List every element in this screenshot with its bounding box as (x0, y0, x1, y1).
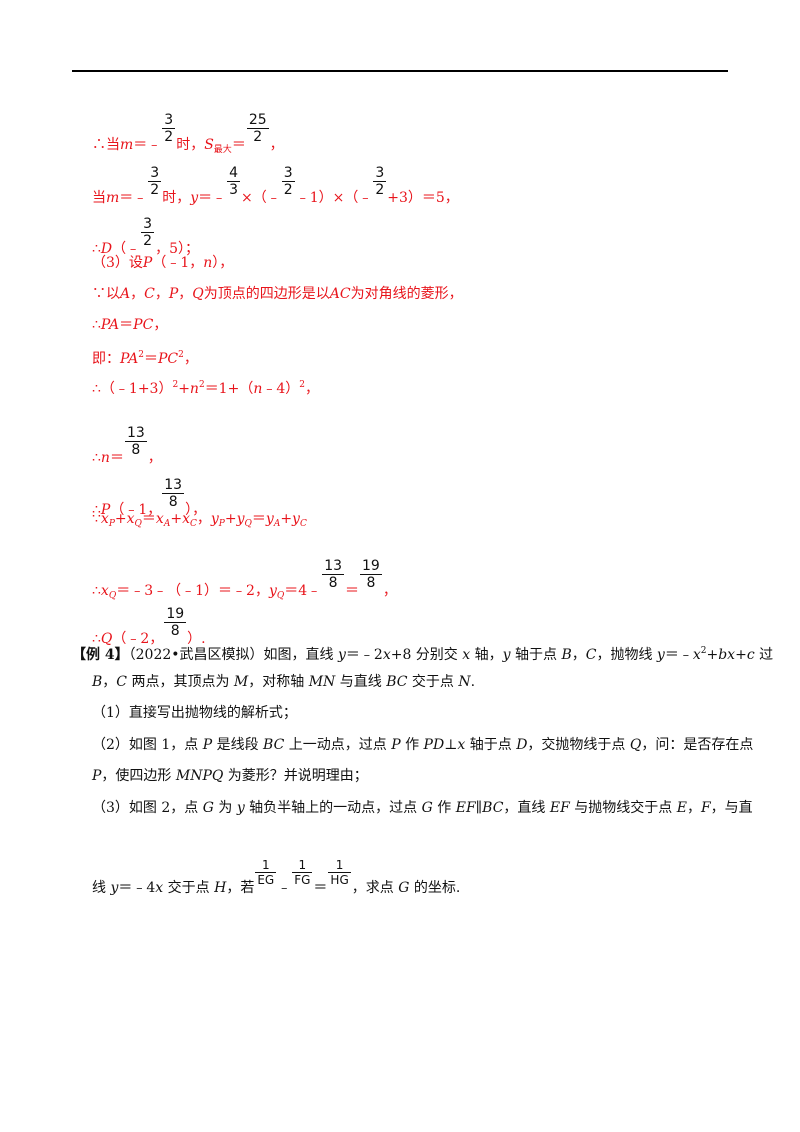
example-tag: 【例 4】 (72, 647, 129, 663)
solution-line-5: ∵以A，C，P，Q为顶点的四边形是以AC为对角线的菱形， (92, 286, 463, 302)
example-line-5: P，使四边形 MNPQ 为菱形？并说明理由； (92, 768, 368, 784)
example-line-4: （2）如图 1，点 P 是线段 BC 上一动点，过点 P 作 PD⊥x 轴于点 … (92, 737, 754, 753)
example-line-1: 【例 4】（2022•武昌区模拟）如图，直线 y＝﹣2x+8 分别交 x 轴，y… (72, 646, 774, 663)
example-line-3: （1）直接写出抛物线的解析式； (92, 705, 297, 721)
solution-line-8: ∴（﹣1+3）2+n2＝1+（n﹣4）2， (92, 380, 320, 397)
solution-line-4: （3）设P（﹣1，n）， (92, 255, 234, 271)
solution-line-7: 即：PA2＝PC2， (92, 350, 198, 367)
example-line-6: （3）如图 2，点 G 为 y 轴负半轴上的一动点，过点 G 作 EF∥BC，直… (92, 800, 753, 816)
example-line-2: B，C 两点，其顶点为 M，对称轴 MN 与直线 BC 交于点 N. (92, 674, 476, 690)
solution-line-6: ∴PA＝PC， (92, 317, 168, 333)
header-rule (72, 70, 728, 72)
solution-line-11: ∵xP+xQ＝xA+xC，yP+yQ＝yA+yC (92, 511, 307, 529)
